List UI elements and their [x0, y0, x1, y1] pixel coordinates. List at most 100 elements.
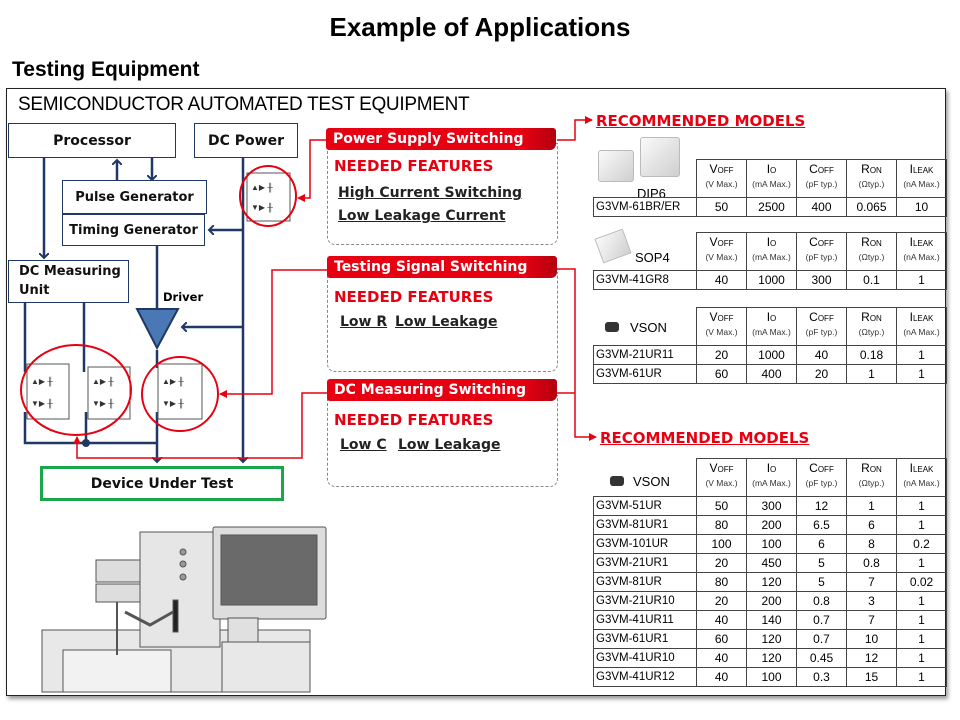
column-header: ILEAK(nA Max.) [896, 307, 947, 346]
value-cell: 200 [746, 591, 797, 611]
column-header: ILEAK(nA Max.) [896, 232, 947, 271]
value-cell: 300 [746, 496, 797, 516]
relay-glyph: ▼▶ ╫ [31, 398, 53, 409]
section-subtitle: Testing Equipment [12, 58, 200, 81]
model-cell: G3VM-61UR [593, 364, 697, 384]
table-header-row: VOFF(V Max.)IO(mA Max.)COFF(pF typ.)RON(… [594, 307, 947, 346]
relay-icons [26, 172, 291, 420]
header-blank-cell [594, 233, 697, 271]
value-cell: 10 [846, 629, 897, 649]
value-cell: 1 [896, 270, 947, 290]
value-cell: 1 [846, 496, 897, 516]
value-cell: 7 [846, 572, 897, 592]
value-cell: 40 [796, 345, 847, 365]
column-header: VOFF(V Max.) [696, 307, 747, 346]
relay-glyph: ▲▶ ╫ [92, 376, 114, 387]
value-cell: 1 [896, 667, 947, 687]
value-cell: 3 [846, 591, 897, 611]
pulse-generator-block: Pulse Generator [62, 180, 207, 214]
column-header: COFF(pF typ.) [796, 232, 847, 271]
value-cell: 300 [796, 270, 847, 290]
driver-label: Driver [163, 290, 204, 304]
value-cell: 1 [896, 553, 947, 573]
relay-icon [157, 363, 203, 420]
model-cell: G3VM-51UR [593, 496, 697, 516]
model-cell: G3VM-61BR/ER [593, 197, 697, 217]
wire-relays-bus [23, 412, 157, 445]
value-cell: 6 [846, 515, 897, 535]
column-header: VOFF(V Max.) [696, 232, 747, 271]
vson-package-image [610, 476, 624, 486]
frame-title: SEMICONDUCTOR AUTOMATED TEST EQUIPMENT [18, 94, 470, 115]
value-cell: 5 [796, 553, 847, 573]
highlight-circle-power [239, 165, 297, 227]
dc-measuring-unit-block: DC Measuring Unit [8, 260, 129, 303]
value-cell: 10 [896, 197, 947, 217]
value-cell: 100 [746, 534, 797, 554]
processor-block: Processor [8, 123, 176, 158]
column-header: IO(mA Max.) [746, 159, 797, 198]
timing-generator-block: Timing Generator [62, 214, 205, 246]
recommended-models-label: RECOMMENDED MODELS [600, 429, 810, 447]
value-cell: 0.8 [796, 591, 847, 611]
feature-item: High Current Switching [338, 185, 523, 201]
feature-heading-dcmeasure: DC Measuring Switching [327, 379, 557, 401]
header-blank-cell [594, 459, 697, 497]
table-header-row: VOFF(V Max.)IO(mA Max.)COFF(pF typ.)RON(… [594, 159, 947, 198]
value-cell: 1 [896, 591, 947, 611]
needed-features-label: NEEDED FEATURES [334, 157, 494, 175]
value-cell: 40 [696, 648, 747, 668]
value-cell: 100 [746, 667, 797, 687]
value-cell: 50 [696, 197, 747, 217]
value-cell: 0.065 [846, 197, 897, 217]
feature-box-dcmeasure [327, 395, 558, 487]
page-title: Example of Applications [329, 12, 631, 42]
spec-table-vson: VOFF(V Max.)IO(mA Max.)COFF(pF typ.)RON(… [593, 307, 947, 384]
value-cell: 60 [696, 629, 747, 649]
highlight-circle-signal [141, 356, 219, 432]
value-cell: 1 [896, 648, 947, 668]
model-cell: G3VM-41UR12 [593, 667, 697, 687]
header-blank-cell [594, 308, 697, 346]
needed-features-label: NEEDED FEATURES [334, 288, 494, 306]
column-header: VOFF(V Max.) [696, 159, 747, 198]
value-cell: 15 [846, 667, 897, 687]
value-cell: 120 [746, 572, 797, 592]
device-under-test-block: Device Under Test [40, 466, 284, 501]
value-cell: 7 [846, 610, 897, 630]
column-header: COFF(pF typ.) [796, 458, 847, 497]
leader-dcmeasure [73, 392, 330, 459]
value-cell: 20 [696, 553, 747, 573]
leader-signal [219, 269, 330, 398]
package-label: VSON [630, 320, 667, 335]
value-cell: 0.7 [796, 629, 847, 649]
model-cell: G3VM-21UR10 [593, 591, 697, 611]
value-cell: 60 [696, 364, 747, 384]
value-cell: 6 [796, 534, 847, 554]
highlight-circle-dcmeasure [20, 344, 132, 436]
value-cell: 12 [846, 648, 897, 668]
column-header: RON(Ωtyp.) [846, 159, 897, 198]
value-cell: 1 [896, 515, 947, 535]
spec-table-sop4: VOFF(V Max.)IO(mA Max.)COFF(pF typ.)RON(… [593, 232, 947, 290]
spec-table-vson: VOFF(V Max.)IO(mA Max.)COFF(pF typ.)RON(… [593, 458, 947, 687]
value-cell: 50 [696, 496, 747, 516]
feature-item: Low Leakage [395, 314, 498, 330]
value-cell: 1 [896, 496, 947, 516]
column-header: IO(mA Max.) [746, 458, 797, 497]
value-cell: 0.45 [796, 648, 847, 668]
leader-power [297, 139, 330, 202]
value-cell: 12 [796, 496, 847, 516]
model-cell: G3VM-41GR8 [593, 270, 697, 290]
model-cell: G3VM-101UR [593, 534, 697, 554]
